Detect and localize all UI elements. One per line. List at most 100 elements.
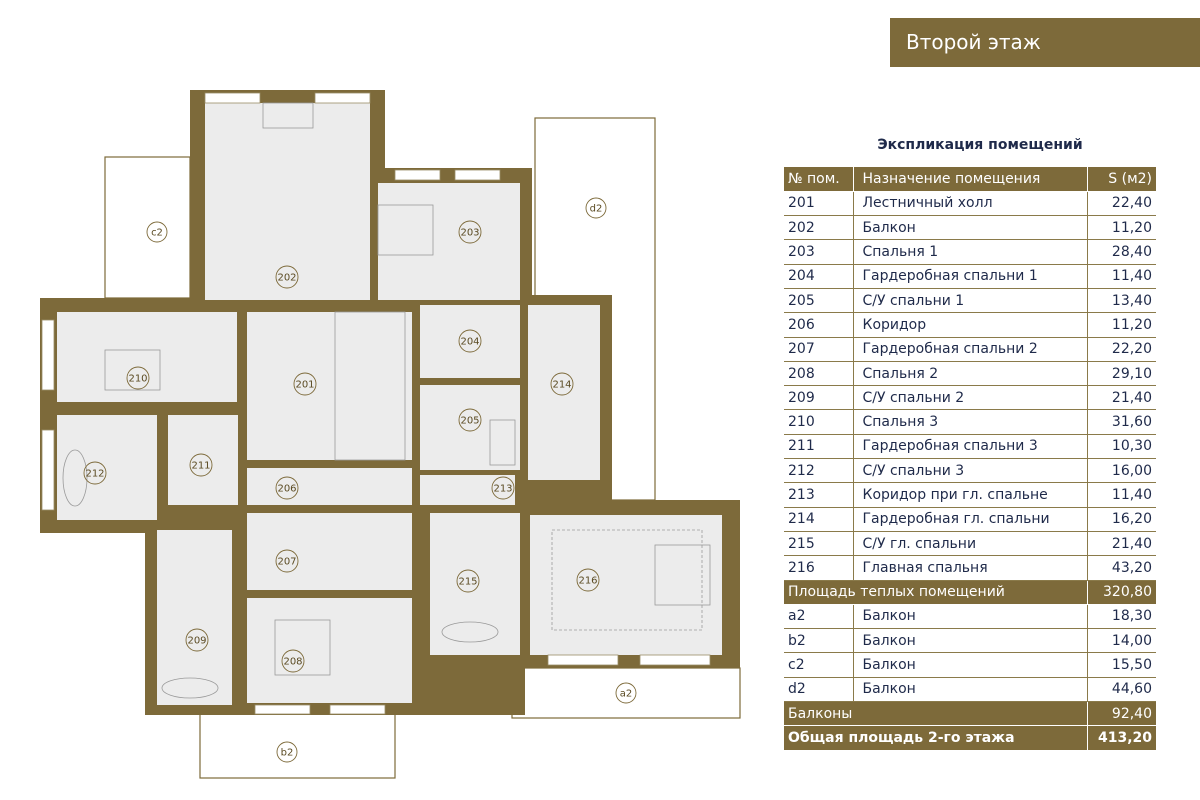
room-number: 204 — [784, 264, 854, 289]
room-label-210: 210 — [126, 366, 150, 390]
room-label-216: 216 — [576, 568, 600, 592]
bathtub — [441, 621, 499, 643]
room-label-206: 206 — [275, 476, 299, 500]
room-label-209: 209 — [185, 628, 209, 652]
room-area: 10,30 — [1087, 434, 1156, 460]
room-purpose: Гардеробная спальни 3 — [853, 434, 1088, 460]
room-purpose: С/У спальни 1 — [853, 288, 1088, 314]
room-area: 22,40 — [1087, 191, 1156, 217]
bathtub — [161, 677, 219, 699]
room-203 — [378, 183, 520, 300]
room-number-label: 203 — [460, 228, 479, 239]
room-number: 210 — [784, 409, 854, 435]
room-number: 207 — [784, 337, 854, 362]
room-number-label: d2 — [590, 204, 603, 215]
room-216 — [530, 515, 722, 655]
bathtub — [489, 419, 516, 466]
staircase — [334, 311, 406, 461]
room-purpose: С/У гл. спальни — [853, 531, 1088, 557]
room-number: a2 — [784, 604, 854, 630]
room-202 — [205, 103, 370, 300]
room-label-207: 207 — [275, 549, 299, 573]
window — [41, 319, 55, 391]
room-purpose: С/У спальни 2 — [853, 385, 1088, 411]
room-purpose: Главная спальня — [853, 555, 1088, 581]
room-area: 44,60 — [1087, 677, 1156, 703]
room-area: S (м2) — [1087, 167, 1156, 192]
room-208 — [247, 598, 412, 703]
room-number-label: 201 — [295, 380, 314, 391]
summary-area: 320,80 — [1087, 580, 1156, 605]
window — [41, 429, 55, 511]
room-number-label: a2 — [620, 689, 633, 700]
room-number: 216 — [784, 555, 854, 581]
room-label-215: 215 — [456, 569, 480, 593]
room-label-202: 202 — [275, 265, 299, 289]
room-number-label: 202 — [277, 273, 296, 284]
room-number: 209 — [784, 385, 854, 411]
room-label-d2: d2 — [585, 197, 607, 219]
window — [454, 169, 501, 181]
room-label-211: 211 — [189, 453, 213, 477]
room-number: № пом. — [784, 167, 854, 192]
room-number: 212 — [784, 458, 854, 484]
room-213 — [420, 475, 515, 505]
room-204 — [420, 305, 520, 378]
room-label-203: 203 — [458, 220, 482, 244]
summary-area: 92,40 — [1087, 701, 1156, 727]
room-number: 211 — [784, 434, 854, 460]
floor-plan: 2012022032042052062072082092102112122132… — [40, 90, 741, 779]
room-area: 14,00 — [1087, 628, 1156, 654]
room-purpose: Гардеробная гл. спальни — [853, 507, 1088, 532]
explication-title: Экспликация помещений — [877, 137, 1083, 153]
room-area: 31,60 — [1087, 409, 1156, 435]
room-label-208: 208 — [281, 649, 305, 673]
room-purpose: Спальня 1 — [853, 239, 1088, 265]
bed — [274, 619, 331, 676]
bed — [654, 544, 711, 606]
room-number: 214 — [784, 507, 854, 532]
room-number-label: 216 — [578, 576, 597, 587]
room-area: 16,20 — [1087, 507, 1156, 532]
room-area: 11,20 — [1087, 215, 1156, 241]
room-number-label: 209 — [187, 636, 206, 647]
room-209 — [157, 530, 232, 705]
window — [394, 169, 441, 181]
room-area: 15,50 — [1087, 652, 1156, 678]
room-205 — [420, 385, 520, 470]
floor-title: Второй этаж — [890, 18, 1200, 67]
room-number-label: b2 — [281, 748, 294, 759]
room-number-label: 207 — [277, 557, 296, 568]
room-area: 16,00 — [1087, 458, 1156, 484]
rug — [551, 529, 703, 631]
room-area: 11,40 — [1087, 264, 1156, 289]
room-212 — [57, 415, 157, 520]
room-purpose: Балкон — [853, 628, 1088, 654]
room-purpose: С/У спальни 3 — [853, 458, 1088, 484]
room-214 — [528, 305, 600, 480]
room-purpose: Лестничный холл — [853, 191, 1088, 217]
room-purpose: Назначение помещения — [853, 167, 1088, 192]
summary-label: Балконы — [784, 701, 1088, 727]
room-number-label: 205 — [460, 416, 479, 427]
window — [204, 92, 261, 104]
balcony-b2-outline — [199, 704, 396, 779]
window — [314, 92, 371, 104]
room-purpose: Спальня 2 — [853, 361, 1088, 387]
